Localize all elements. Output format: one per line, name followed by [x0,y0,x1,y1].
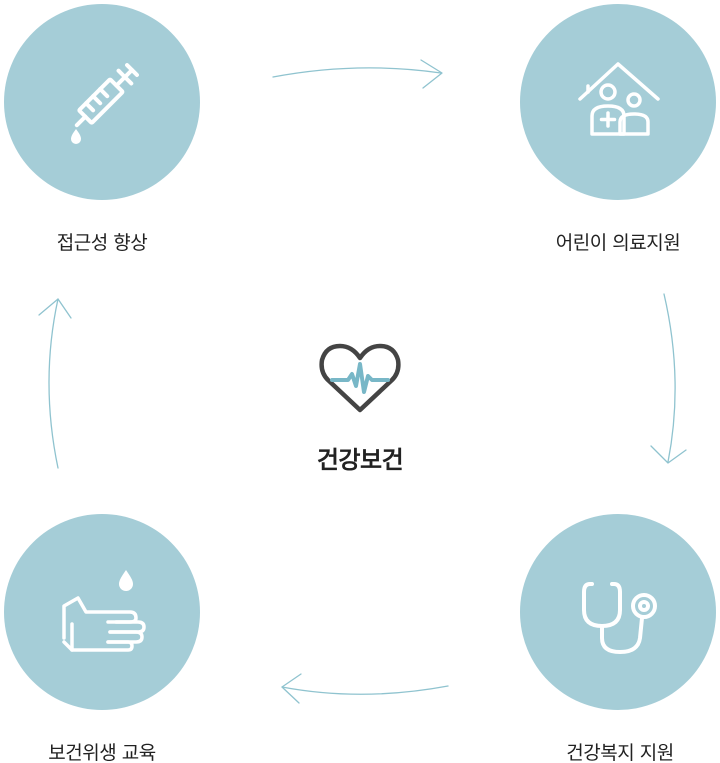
node-label-health-welfare: 건강복지 지원 [566,742,674,763]
stethoscope-icon [582,582,657,654]
node-circle-health-welfare [520,514,716,710]
node-circle-accessibility [4,4,200,200]
arrow-right-down [650,293,687,464]
arrow-left-up [38,298,72,469]
handwash-icon [62,570,146,652]
node-label-child-medical: 어린이 의료지원 [555,232,681,254]
node-label-hygiene-education: 보건위생 교육 [48,742,156,763]
node-circle-child-medical [520,4,716,200]
node-label-accessibility: 접근성 향상 [56,232,148,254]
heart-pulse-icon [319,343,401,413]
center-title: 건강보건 [316,446,404,474]
node-circle-hygiene-education [4,514,200,710]
syringe-icon [71,63,139,144]
arrow-bottom-left [281,673,449,704]
arrow-top-right [272,59,443,89]
house-family-medical-icon [578,62,660,136]
